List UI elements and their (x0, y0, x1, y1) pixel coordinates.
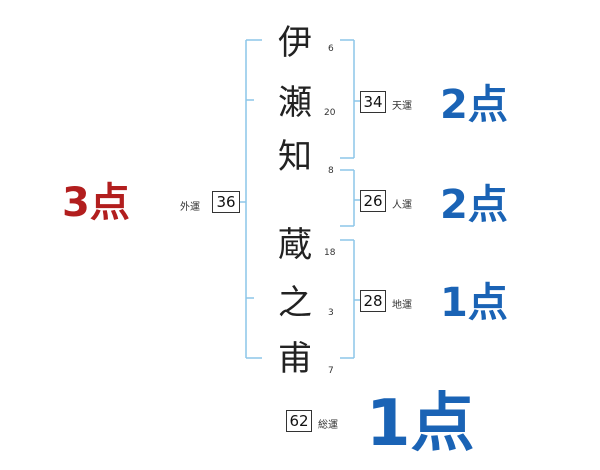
outer-fortune-value: 36 (212, 191, 240, 213)
name-char-6: 甫 (278, 339, 312, 379)
earth-fortune-value: 28 (360, 290, 386, 312)
person-fortune-value: 26 (360, 190, 386, 212)
stroke-count-5: 3 (328, 308, 334, 318)
name-char-3: 知 (278, 137, 312, 177)
heaven-fortune-label: 天運 (392, 101, 412, 112)
stroke-count-4: 18 (324, 248, 336, 258)
earth-fortune-label: 地運 (392, 300, 412, 311)
heaven-fortune-score: 2点 (440, 82, 508, 128)
stroke-count-1: 6 (328, 44, 334, 54)
outer-fortune-label: 外運 (180, 202, 200, 213)
stroke-count-6: 7 (328, 366, 334, 376)
total-fortune-score: 1点 (366, 387, 475, 461)
name-char-5: 之 (278, 283, 312, 323)
stroke-count-3: 8 (328, 166, 334, 176)
outer-fortune-score: 3点 (62, 180, 130, 226)
person-fortune-score: 2点 (440, 182, 508, 228)
name-char-4: 蔵 (278, 225, 312, 265)
name-char-2: 瀬 (278, 83, 312, 123)
earth-fortune-score: 1点 (440, 280, 508, 326)
heaven-fortune-value: 34 (360, 91, 386, 113)
total-fortune-value: 62 (286, 410, 312, 432)
person-fortune-label: 人運 (392, 200, 412, 211)
name-char-1: 伊 (278, 23, 312, 63)
total-fortune-label: 総運 (318, 420, 338, 431)
stroke-count-2: 20 (324, 108, 336, 118)
